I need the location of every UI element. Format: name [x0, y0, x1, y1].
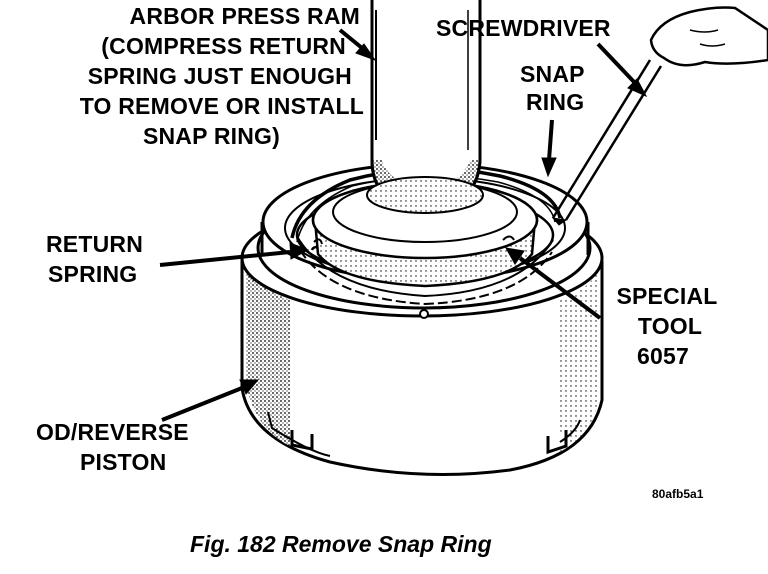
label-od-reverse-piston: OD/REVERSE PISTON — [36, 419, 189, 475]
label-line: ARBOR PRESS RAM — [130, 3, 360, 29]
label-line: PISTON — [80, 449, 166, 475]
label-line: SPECIAL — [616, 283, 717, 309]
arbor-press-ram-drawing — [366, 0, 484, 214]
arrow-snap-ring — [541, 119, 557, 178]
arrow-return-spring — [159, 242, 310, 267]
label-return-spring: RETURN SPRING — [46, 231, 143, 287]
label-arbor-press-ram: ARBOR PRESS RAM (COMPRESS RETURN SPRING … — [80, 3, 364, 149]
label-line: SNAP RING) — [143, 123, 280, 149]
label-line: RETURN — [46, 231, 143, 257]
arrow-arbor-press-ram — [338, 28, 377, 62]
leader-arrows — [159, 28, 648, 422]
label-line: TO REMOVE OR INSTALL — [80, 93, 364, 119]
label-line: TOOL — [638, 313, 702, 339]
label-line: OD/REVERSE — [36, 419, 189, 445]
label-line: 6057 — [637, 343, 689, 369]
figure-reference-code: 80afb5a1 — [652, 487, 704, 501]
figure-caption: Fig. 182 Remove Snap Ring — [190, 531, 492, 557]
label-snap-ring: SNAP RING — [520, 61, 585, 115]
label-special-tool: SPECIAL TOOL 6057 — [616, 283, 717, 369]
label-screwdriver: SCREWDRIVER — [436, 15, 611, 41]
arrow-od-reverse-piston — [161, 379, 260, 422]
label-line: SPRING JUST ENOUGH — [88, 63, 352, 89]
label-line: SNAP — [520, 61, 585, 87]
label-line: RING — [526, 89, 584, 115]
label-line: (COMPRESS RETURN — [101, 33, 346, 59]
arrow-special-tool — [505, 247, 602, 320]
label-line: SPRING — [48, 261, 137, 287]
arrow-screwdriver — [596, 42, 648, 98]
